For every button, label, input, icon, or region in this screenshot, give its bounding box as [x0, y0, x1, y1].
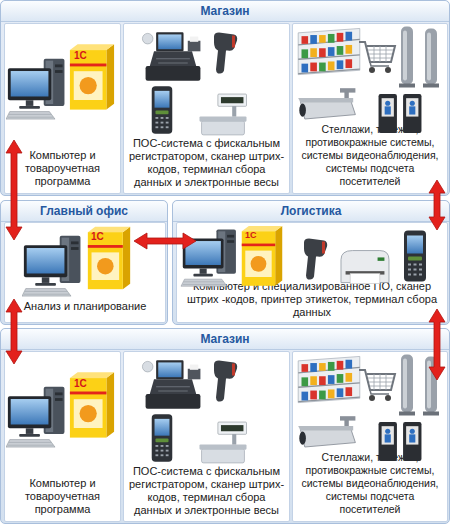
- caption-text: Анализ и планирование: [24, 300, 147, 313]
- caption-text: ПОС-система с фискальным регистратором, …: [127, 137, 286, 189]
- caption-box: Компьютер и специализированное ПО, скане…: [176, 222, 448, 323]
- software-box-art: [242, 226, 282, 286]
- double-arrow: [6, 140, 22, 240]
- caption-box: Стеллажи, тележки, противокражные систем…: [292, 351, 448, 522]
- section-panel: ЛогистикаКомпьютер и специализированное …: [172, 200, 450, 325]
- logo-text: 1С: [74, 379, 87, 389]
- caption-box: ПОС-система с фискальным регистратором, …: [123, 23, 290, 194]
- caption-box: Компьютер и товароучетная программа: [4, 23, 121, 194]
- computer-art: [22, 236, 80, 296]
- section-panel: МагазинКомпьютер и товароучетная програм…: [0, 0, 450, 196]
- scanner-art: [304, 239, 327, 280]
- panel-title: Логистика: [173, 201, 449, 222]
- data-terminal-art: [404, 231, 426, 282]
- store-equipment-art: [6, 27, 439, 135]
- double-arrow: [6, 299, 22, 364]
- caption-text: Стеллажи, тележки, противокражные систем…: [294, 123, 446, 188]
- double-arrow: [134, 233, 196, 249]
- section-panel: Главный офисАнализ и планирование: [0, 200, 168, 325]
- caption-text: Компьютер и товароучетная программа: [8, 149, 117, 188]
- panel-title: Главный офис: [1, 201, 167, 222]
- panel-title: Магазин: [1, 1, 449, 22]
- software-box-art: [88, 227, 130, 290]
- panel-title: Магазин: [1, 329, 449, 350]
- label-printer-art: [341, 251, 389, 284]
- logo-text: 1С: [91, 232, 104, 242]
- caption-box: Стеллажи, тележки, противокражные систем…: [292, 23, 448, 194]
- store-equipment-art: [6, 355, 439, 463]
- section-panel: МагазинКомпьютер и товароучетная програм…: [0, 328, 450, 524]
- caption-text: Компьютер и специализированное ПО, скане…: [180, 280, 444, 319]
- double-arrow: [429, 180, 445, 230]
- caption-box: ПОС-система с фискальным регистратором, …: [123, 351, 290, 522]
- double-arrow: [429, 309, 445, 380]
- computer-art: [181, 230, 236, 287]
- caption-box: Анализ и планирование: [4, 222, 166, 323]
- caption-text: ПОС-система с фискальным регистратором, …: [127, 465, 286, 517]
- logo-text: 1С: [245, 231, 257, 240]
- caption-text: Стеллажи, тележки, противокражные систем…: [294, 451, 446, 516]
- caption-box: Компьютер и товароучетная программа: [4, 351, 121, 522]
- caption-text: Компьютер и товароучетная программа: [8, 477, 117, 516]
- logo-text: 1С: [74, 51, 87, 61]
